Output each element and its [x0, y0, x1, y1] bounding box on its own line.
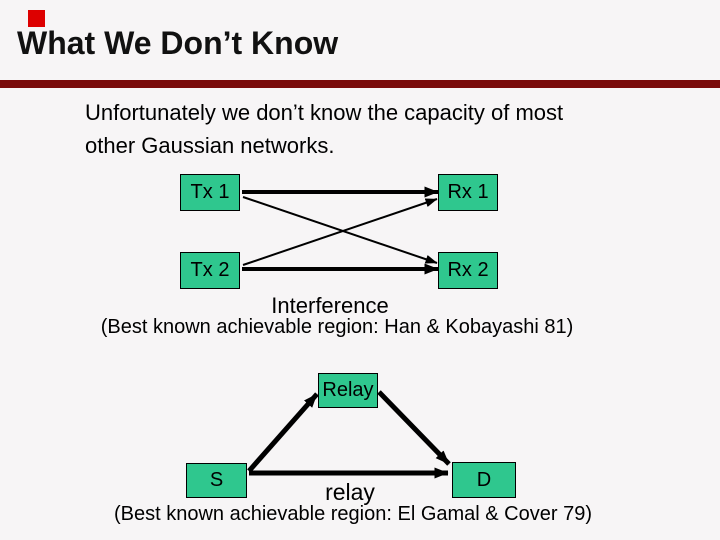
node-rx1-label: Rx 1 [447, 181, 489, 203]
node-destination: D [452, 462, 516, 498]
slide-title: What We Don’t Know [17, 25, 339, 61]
node-tx1: Tx 1 [180, 174, 240, 211]
arrow-tx2-rx1 [242, 198, 438, 266]
interference-diagram-label: Interference [271, 293, 389, 318]
arrow-s-relay [247, 392, 319, 473]
relay-diagram-caption: (Best known achievable region: El Gamal … [113, 503, 592, 525]
relay-diagram-label: relay [325, 479, 375, 505]
body-line-2: other Gaussian networks. [85, 133, 335, 158]
node-relay-label: Relay [322, 379, 374, 401]
node-source-label: S [209, 469, 224, 491]
body-text: Unfortunately we don’t know the capacity… [85, 96, 563, 162]
node-tx2-label: Tx 2 [190, 259, 230, 281]
interference-diagram-caption: (Best known achievable region: Han & Kob… [100, 316, 574, 338]
node-destination-label: D [476, 468, 492, 491]
corner-accent-square [28, 10, 45, 27]
node-rx2-label: Rx 2 [447, 259, 489, 281]
node-rx2: Rx 2 [438, 252, 498, 289]
node-rx1: Rx 1 [438, 174, 498, 211]
title-accent-bar [0, 80, 720, 88]
node-tx2: Tx 2 [180, 252, 240, 289]
node-relay: Relay [318, 373, 378, 408]
node-tx1-label: Tx 1 [190, 181, 230, 203]
body-line-1: Unfortunately we don’t know the capacity… [85, 100, 564, 125]
arrow-relay-d [377, 390, 451, 466]
node-source: S [186, 463, 247, 498]
arrow-tx1-rx2 [242, 196, 438, 264]
